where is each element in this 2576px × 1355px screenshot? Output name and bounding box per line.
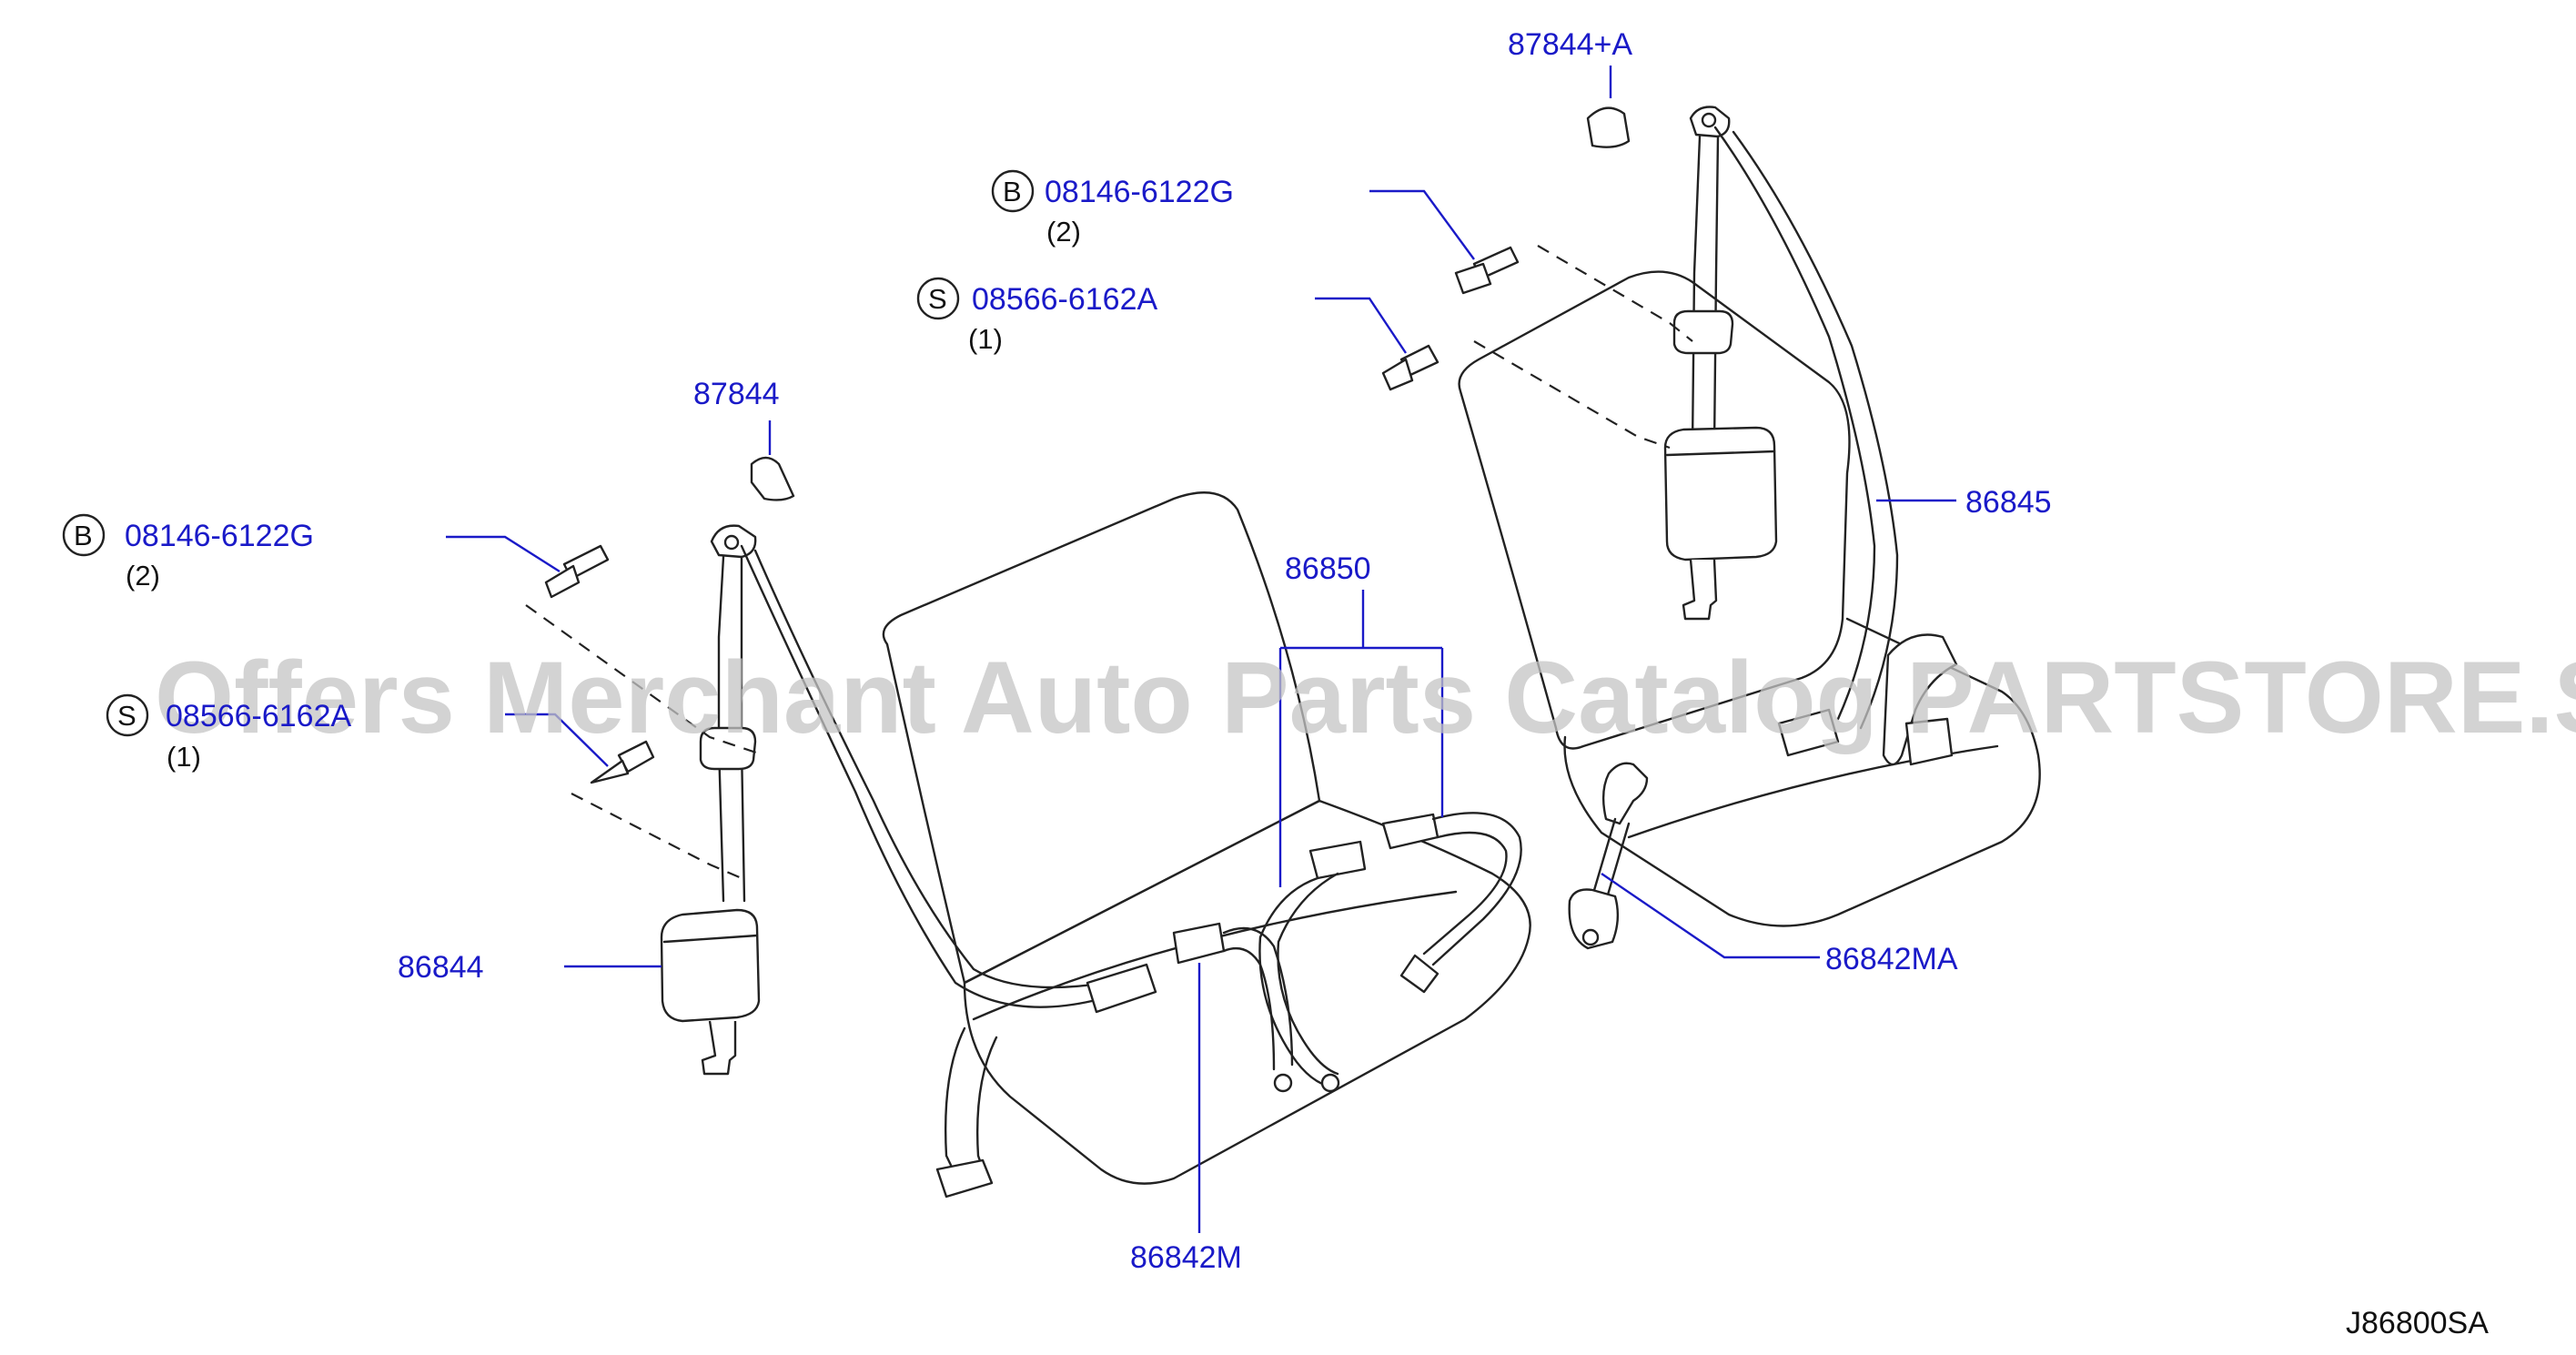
callout-86842ma[interactable]: 86842MA [1825,942,1958,976]
circle-letter-b-left [62,513,106,557]
callout-screw-left[interactable]: 08566-6162A [166,699,352,733]
right-shoulder-belt-drawing [1586,106,1958,766]
circle-letter-s-left [106,693,149,737]
callout-86845[interactable]: 86845 [1965,485,2052,520]
diagram-code: J86800SA [2346,1306,2489,1340]
callout-screw-right[interactable]: 08566-6162A [972,282,1158,317]
callout-86844[interactable]: 86844 [398,950,484,985]
letter-b-left: B [74,520,93,551]
letter-b-right: B [1003,176,1022,207]
callout-bolt-right[interactable]: 08146-6122G [1045,175,1234,209]
watermark-text: Offers Merchant Auto Parts Catalog PARTS… [155,641,2576,754]
left-shoulder-belt-drawing [660,456,1157,1198]
circle-letter-b-right [991,169,1035,213]
callout-bolt-left[interactable]: 08146-6122G [125,519,314,553]
callout-87844[interactable]: 87844 [693,377,780,411]
letter-s-left: S [117,700,136,732]
bolts-drawing [544,246,1520,784]
right-seat-drawing [1458,270,2041,927]
qty-screw-left: (1) [167,741,201,773]
letter-s-right: S [928,283,947,315]
callout-86842m[interactable]: 86842M [1130,1240,1242,1275]
buckle-stalk-drawing [1568,762,1649,950]
circle-letter-s-right [916,277,960,320]
alignment-dash-lines [525,245,1693,880]
qty-screw-right: (1) [968,323,1003,355]
leader-lines [446,66,1956,1233]
qty-bolt-right: (2) [1046,216,1081,248]
callout-86850[interactable]: 86850 [1285,551,1371,586]
callout-87844a[interactable]: 87844+A [1508,27,1632,62]
qty-bolt-left: (2) [126,560,160,592]
center-lap-belt-drawing [1172,812,1522,1093]
